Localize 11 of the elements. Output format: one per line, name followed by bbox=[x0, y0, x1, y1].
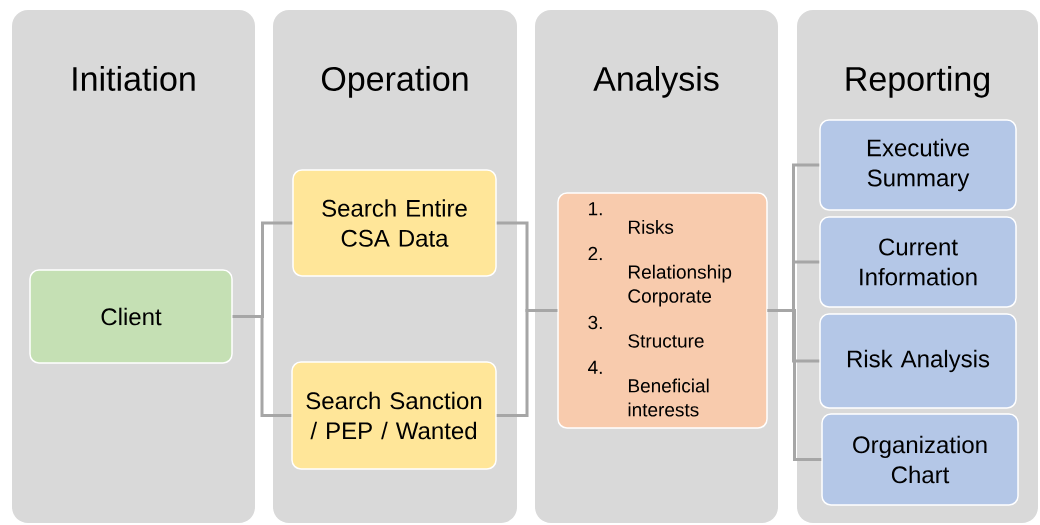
connector bbox=[496, 309, 558, 417]
list-box: 1. Risks 2. Relationship Corporate 3. Structure 4. Beneficial interests bbox=[557, 192, 768, 429]
connector bbox=[767, 309, 822, 461]
process-box: Client bbox=[29, 269, 233, 364]
process-box: Search Entire CSA Data bbox=[292, 169, 497, 277]
process-box: Executive Summary bbox=[819, 119, 1017, 211]
connector bbox=[232, 315, 292, 417]
process-box: Risk Analysis bbox=[819, 313, 1017, 409]
process-box: Organization Chart bbox=[821, 413, 1019, 506]
process-box: Search Sanction / PEP / Wanted bbox=[291, 361, 497, 470]
process-box: Current Information bbox=[819, 216, 1017, 308]
